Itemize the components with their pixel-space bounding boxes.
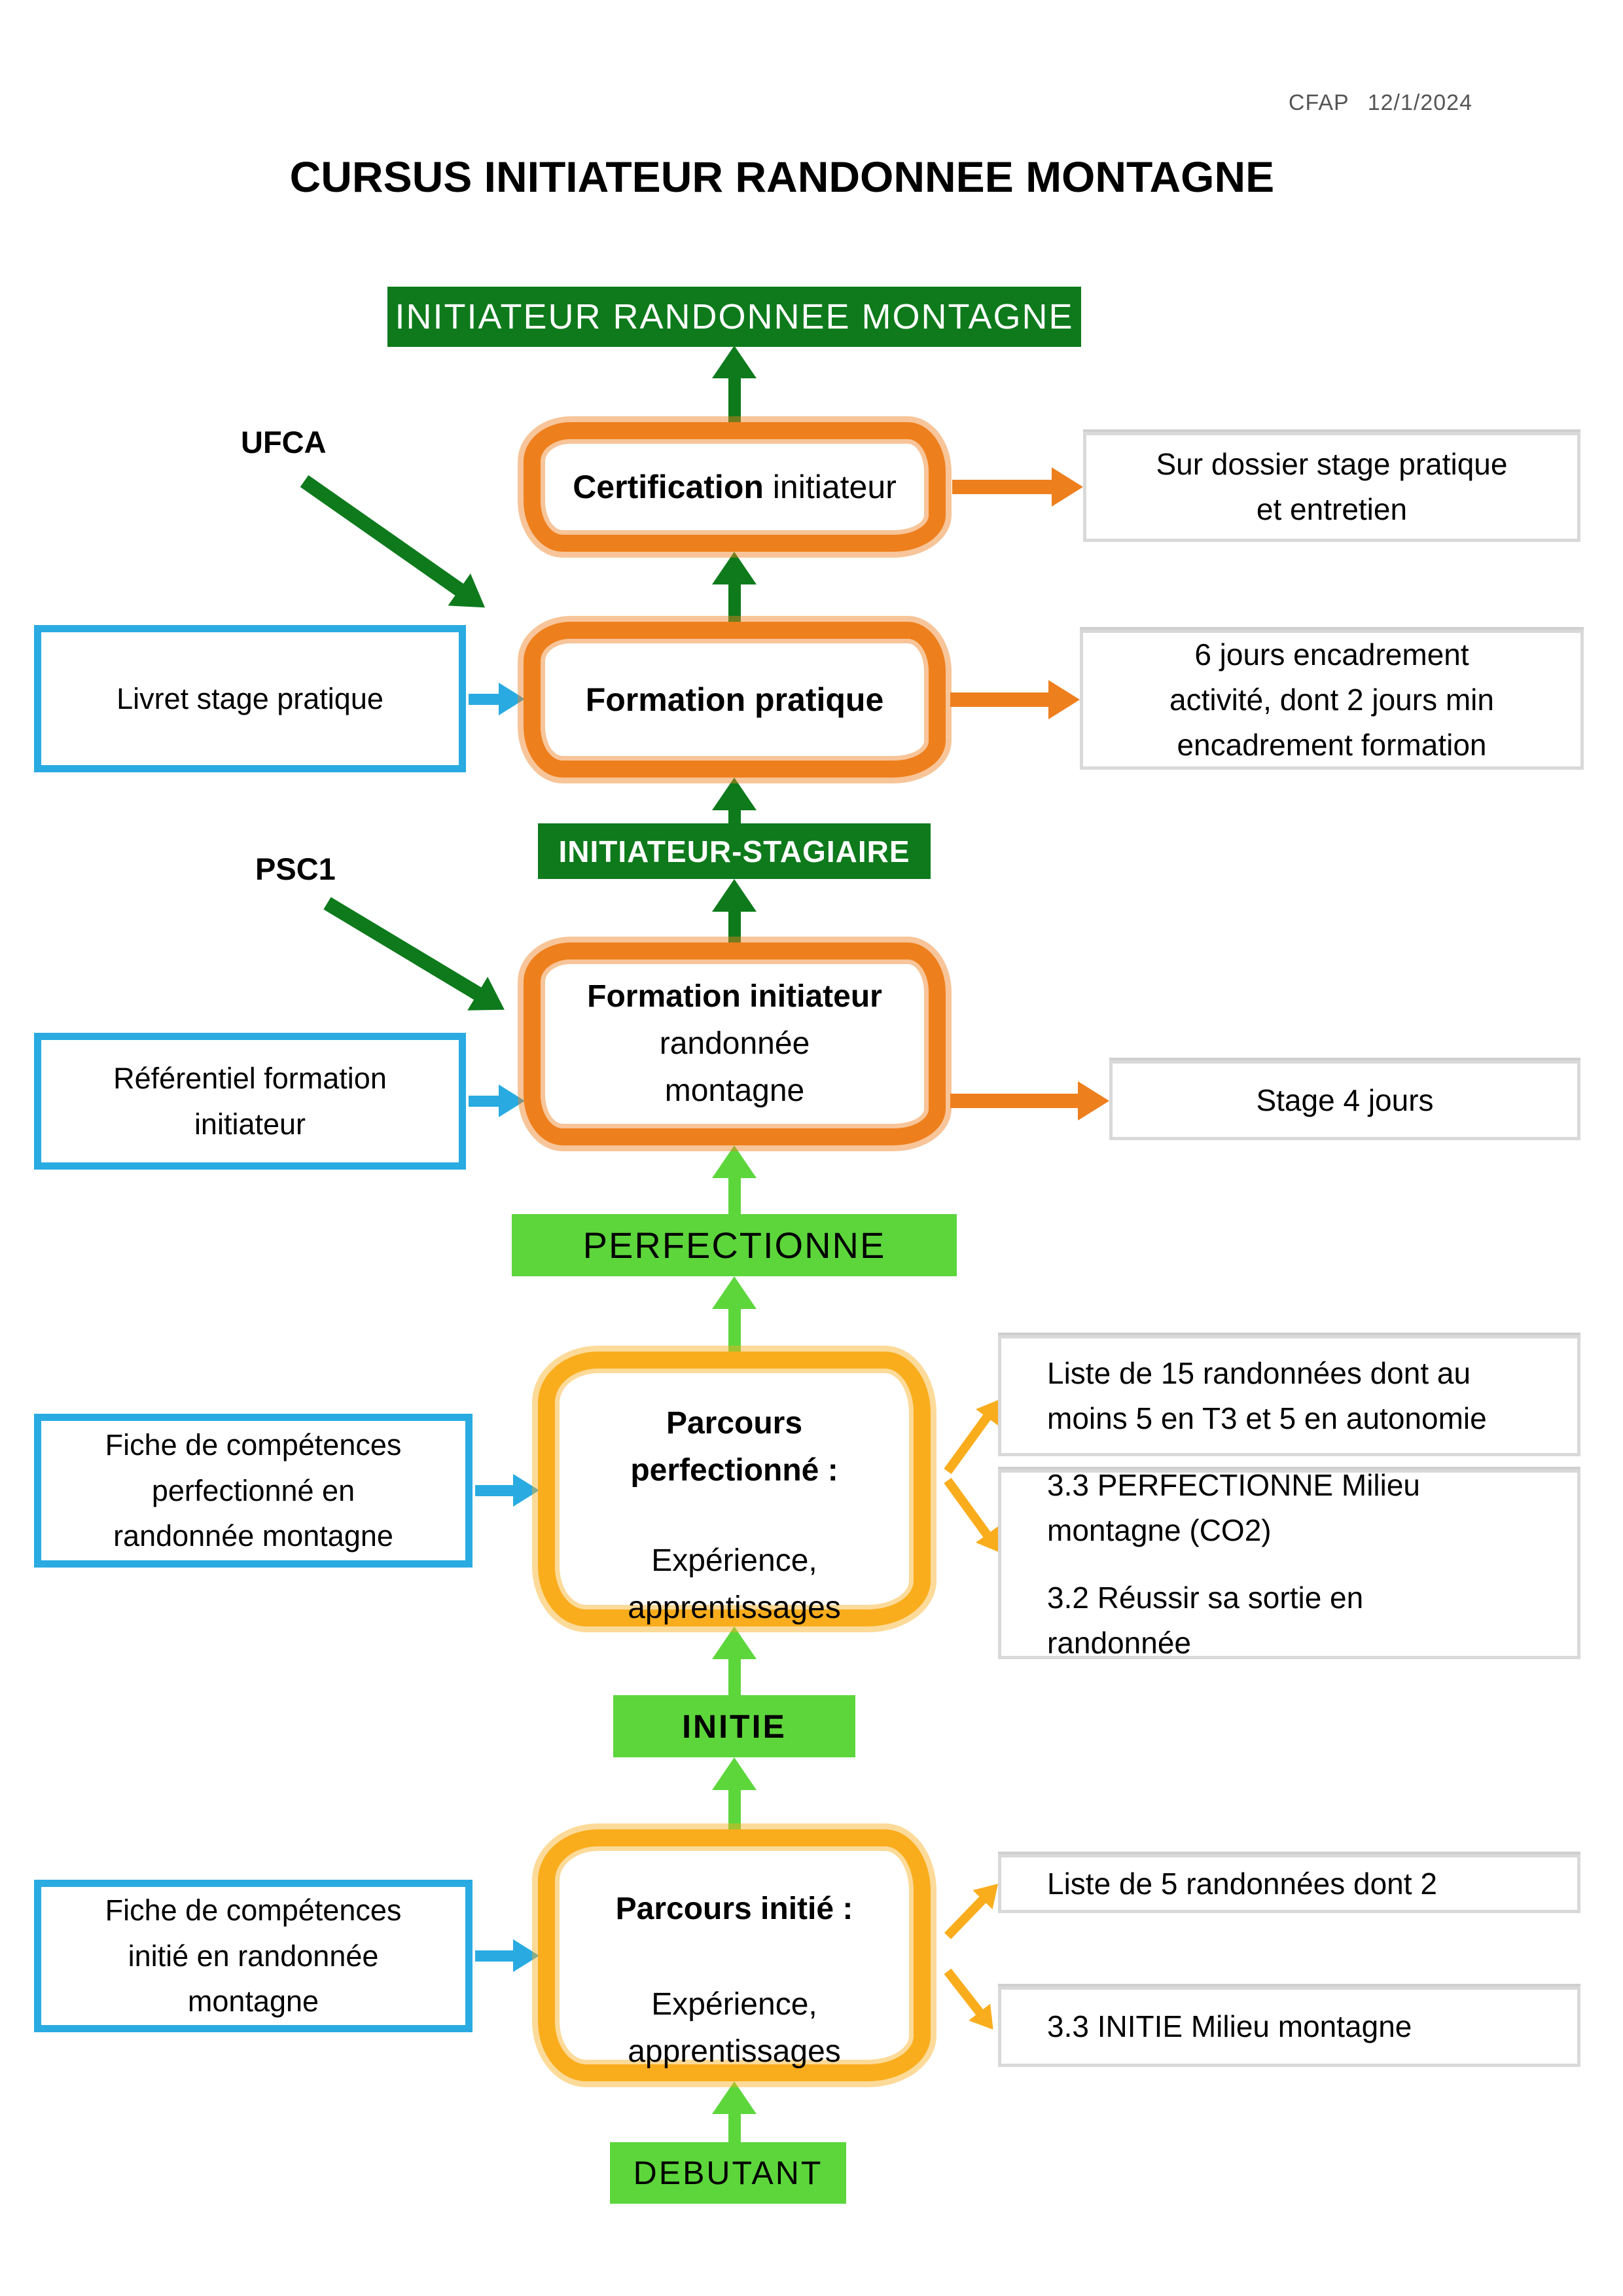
up-arrow-light-green-icon (711, 1626, 757, 1697)
up-arrow-dark-green-icon (711, 552, 757, 624)
up-arrow-light-green-icon (711, 1276, 757, 1356)
step-title: Parcours initié : (615, 1892, 853, 1926)
step-title-bold: Certification (573, 469, 764, 505)
input-box-livret-stage-pratique: Livret stage pratique (34, 625, 466, 772)
input-box-fiche-competences-perfectionne: Fiche de compétences perfectionné en ran… (34, 1414, 473, 1568)
step-box-parcours-perfectionne: Parcours perfectionné : Expérience, appr… (538, 1352, 931, 1626)
step-title: Parcours perfectionné : (630, 1406, 838, 1488)
outcome-item: 3.3 PERFECTIONNE Milieu montagne (CO2) (1047, 1468, 1421, 1547)
annotation-ufca: UFCA (241, 425, 327, 459)
input-box-fiche-competences-initie: Fiche de compétences initié en randonnée… (34, 1880, 473, 2032)
step-title: Certification initiateur (573, 468, 897, 506)
right-arrow-blue-icon (469, 683, 525, 715)
right-arrow-orange-icon (950, 680, 1080, 719)
input-box-referentiel-formation: Référentiel formation initiateur (34, 1033, 466, 1170)
outcome-box-formation-pratique: 6 jours encadrement activité, dont 2 jou… (1080, 630, 1584, 770)
diagonal-arrow-ufca-icon (293, 465, 497, 624)
level-label: INITIATEUR-STAGIAIRE (558, 834, 910, 869)
level-label: INITIATEUR RANDONNEE MONTAGNE (395, 297, 1074, 336)
doc-ref-org: CFAP (1288, 90, 1349, 115)
level-box-perfectionne: PERFECTIONNE (512, 1214, 957, 1276)
step-box-formation-pratique: Formation pratique (524, 622, 946, 778)
right-arrow-blue-icon (469, 1085, 525, 1117)
outcome-box-liste-15-randonnees: Liste de 15 randonnées dont au moins 5 e… (998, 1335, 1580, 1456)
step-box-certification: Certification initiateur (524, 422, 946, 552)
right-arrow-blue-icon (475, 1474, 539, 1507)
level-label: DEBUTANT (633, 2155, 823, 2191)
step-title: Formation initiateur randonnée montagne (587, 973, 882, 1115)
outcome-box-liste-5-randonnees: Liste de 5 randonnées dont 2 (998, 1854, 1580, 1913)
outcome-item: 3.2 Réussir sa sortie en randonnée (1047, 1581, 1364, 1660)
outcome-box-perfectionne-modules: 3.3 PERFECTIONNE Milieu montagne (CO2) 3… (998, 1468, 1580, 1660)
step-title-bold: Formation initiateur (587, 979, 882, 1014)
level-box-debutant: DEBUTANT (610, 2142, 846, 2204)
step-title: Formation pratique (585, 681, 884, 718)
document-reference: CFAP 12/1/2024 (1289, 90, 1472, 116)
doc-ref-date: 12/1/2024 (1367, 90, 1472, 115)
level-box-initiateur-randonnee-montagne: INITIATEUR RANDONNEE MONTAGNE (387, 287, 1081, 347)
up-arrow-dark-green-icon (711, 879, 757, 946)
up-arrow-light-green-icon (711, 1757, 757, 1832)
step-title-rest: initiateur (763, 469, 897, 505)
up-arrow-dark-green-icon (711, 778, 757, 827)
step-box-formation-initiateur: Formation initiateur randonnée montagne (524, 942, 946, 1145)
step-body: Expérience, apprentissages (628, 1987, 841, 2069)
level-box-initie: INITIE (613, 1695, 855, 1757)
step-box-parcours-initie: Parcours initié : Expérience, apprentiss… (538, 1829, 931, 2081)
step-body: Expérience, apprentissages (628, 1543, 841, 1625)
up-arrow-light-green-icon (711, 2081, 757, 2144)
diagonal-arrow-psc1-icon (317, 886, 515, 1027)
level-label: PERFECTIONNE (582, 1225, 886, 1266)
annotation-psc1: PSC1 (255, 852, 336, 886)
outcome-box-certification: Sur dossier stage pratique et entretien (1083, 432, 1580, 542)
right-arrow-orange-icon (952, 467, 1083, 507)
fan-arrow-amber-icon (936, 1962, 1005, 2038)
step-title-rest: randonnée montagne (659, 1026, 810, 1108)
page-title: CURSUS INITIATEUR RANDONNEE MONTAGNE (289, 152, 1275, 201)
up-arrow-light-green-icon (711, 1145, 757, 1216)
outcome-box-stage-4-jours: Stage 4 jours (1109, 1060, 1580, 1140)
right-arrow-blue-icon (475, 1939, 539, 1972)
level-label: INITIE (682, 1708, 787, 1745)
outcome-box-initie-module: 3.3 INITIE Milieu montagne (998, 1986, 1580, 2067)
right-arrow-orange-icon (950, 1081, 1109, 1121)
up-arrow-dark-green-icon (711, 346, 757, 429)
level-box-initiateur-stagiaire: INITIATEUR-STAGIAIRE (538, 823, 931, 879)
